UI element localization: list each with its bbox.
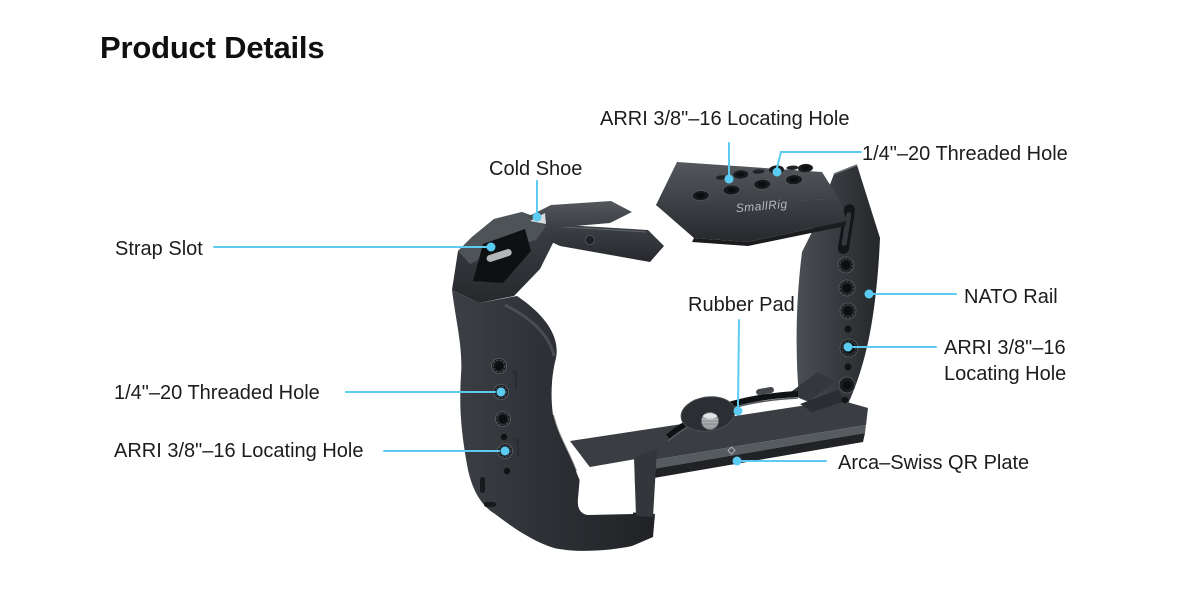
strap-slot-pin	[486, 249, 512, 262]
callout-label-quarter-20-threaded-hole-left: 1/4"–20 Threaded Hole	[114, 382, 320, 404]
callout-leaders	[213, 142, 957, 466]
handle-opening	[577, 459, 636, 515]
alignment-diamond-marker	[727, 446, 736, 455]
callout-label-nato-rail: NATO Rail	[964, 286, 1058, 308]
plate-left-bar	[634, 449, 657, 517]
arca-swiss-qr-plate-shape	[570, 372, 868, 488]
grip-column	[452, 290, 655, 551]
cold-shoe-plate	[527, 201, 632, 228]
cold-shoe-arm	[527, 201, 664, 262]
leader-quarter-20-threaded-hole-top	[776, 151, 862, 169]
callout-dot-arri-locating-hole-left	[500, 446, 510, 456]
callout-dot-quarter-20-threaded-hole-top	[772, 167, 782, 177]
page-title: Product Details	[100, 30, 325, 65]
top-plate: SmallRig	[656, 162, 847, 246]
callout-dot-arri-locating-hole-top	[724, 174, 734, 184]
callout-label-cold-shoe: Cold Shoe	[489, 158, 583, 180]
callout-label-arri-locating-hole-top: ARRI 3/8"–16 Locating Hole	[600, 108, 850, 130]
brand-logo: SmallRig	[735, 197, 788, 215]
callout-label-arri-locating-hole-right: ARRI 3/8"–16 Locating Hole	[944, 337, 1067, 385]
callout-dot-rubber-pad	[733, 406, 743, 416]
callout-label-arca-swiss-qr-plate: Arca–Swiss QR Plate	[838, 452, 1030, 474]
callout-dot-cold-shoe	[532, 212, 542, 222]
callout-label-rubber-pad: Rubber Pad	[688, 294, 795, 316]
strap-slot-block	[452, 212, 554, 303]
callout-dot-arca-swiss-qr-plate	[732, 456, 742, 466]
callout-dot-quarter-20-threaded-hole-left	[496, 387, 506, 397]
callout-label-quarter-20-threaded-hole-top: 1/4"–20 Threaded Hole	[862, 143, 1068, 165]
callout-dot-nato-rail	[864, 289, 874, 299]
callout-dot-arri-locating-hole-right	[843, 342, 853, 352]
camera-mount-screw	[701, 412, 719, 430]
callout-dot-strap-slot	[486, 242, 496, 252]
cage-body: SmallRig	[452, 162, 880, 551]
leader-rubber-pad	[737, 319, 740, 408]
callout-label-arri-locating-hole-left: ARRI 3/8"–16 Locating Hole	[114, 440, 364, 462]
callout-label-strap-slot: Strap Slot	[115, 238, 203, 260]
